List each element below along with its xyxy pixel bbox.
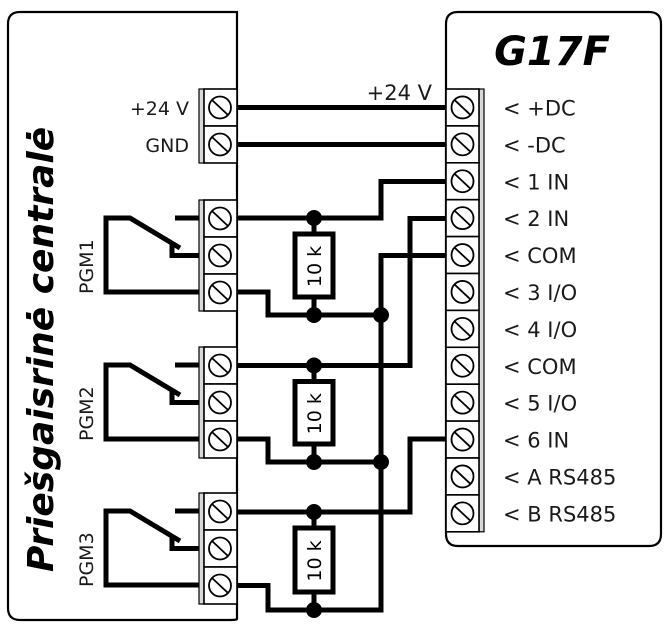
power-terminal-block: +24 V GND <box>130 88 238 164</box>
wire-2in <box>237 216 446 368</box>
resistor-2: 10 k <box>292 365 336 462</box>
terminal-label: < 6 IN <box>503 429 569 453</box>
pgm-block-1: PGM1 <box>76 199 238 312</box>
terminal-label: < -DC <box>503 133 566 157</box>
screw-icon <box>450 243 475 267</box>
screw-icon <box>450 316 475 341</box>
left-device: Priešgaisrinė centralė +24 V GND PGM1PGM… <box>6 10 239 622</box>
screw-icon <box>208 353 232 378</box>
wire-6in <box>237 436 446 515</box>
screw-icon <box>450 353 475 378</box>
screw-icon <box>450 132 475 157</box>
wire-com-bus <box>237 253 446 613</box>
screw-icon <box>450 464 475 489</box>
pgm-label: PGM3 <box>76 532 98 587</box>
screw-icon <box>450 206 475 231</box>
junction-dot <box>306 602 322 618</box>
screw-icon <box>208 573 232 598</box>
terminal-label: < +DC <box>503 96 576 120</box>
right-device-outline <box>444 10 663 548</box>
resistor-label: 10 k <box>304 393 326 434</box>
pgm-block-2: PGM2 <box>76 346 238 459</box>
screw-icon <box>208 95 232 120</box>
screw-icon <box>208 206 232 231</box>
junction-dot <box>306 357 322 374</box>
relay-contact-icon <box>103 362 199 442</box>
terminal-label: < B RS485 <box>503 502 616 526</box>
terminal-label: < 2 IN <box>503 207 569 231</box>
terminal-label: < 1 IN <box>503 170 569 194</box>
right-device: G17F < +DC< -DC< 1 IN< 2 IN< COM< 3 I/O<… <box>444 10 663 548</box>
resistor-body <box>292 231 336 300</box>
resistor-body <box>292 525 336 595</box>
screw-icon <box>208 243 232 268</box>
label-plus24v: +24 V <box>130 98 189 120</box>
screw-icon <box>208 499 232 524</box>
screw-icon <box>450 501 475 526</box>
screw-icon <box>208 390 232 415</box>
wire-1in <box>237 179 446 221</box>
screw-icon <box>450 390 475 415</box>
wires: +24 V <box>237 81 446 613</box>
screw-icon <box>208 536 232 561</box>
screw-icon <box>450 169 475 194</box>
resistor-body <box>292 379 336 447</box>
wire-pgm2-com <box>237 436 381 465</box>
relay-contact-icon <box>103 215 199 295</box>
wire-pgm1-com <box>237 289 381 318</box>
pgm-block-3: PGM3 <box>76 492 238 605</box>
screw-icon <box>208 427 232 452</box>
terminal-label: < 4 I/O <box>503 318 577 342</box>
junction-dot <box>373 454 389 470</box>
junction-dot <box>306 504 322 520</box>
resistor-label: 10 k <box>304 246 326 287</box>
junction-dot <box>306 307 322 323</box>
terminal-label: < 5 I/O <box>503 392 577 416</box>
junction-dot <box>306 454 322 470</box>
right-device-title: G17F <box>494 29 610 75</box>
terminal-label: < 3 I/O <box>503 281 577 305</box>
screw-icon <box>450 427 475 452</box>
wire-label-plus24v: +24 V <box>367 81 433 105</box>
right-terminal-block: < +DC < -DC < 1 IN < 2 IN < COM < 3 I/O < 4 I/… <box>445 88 616 533</box>
pgm-label: PGM1 <box>76 239 98 294</box>
screw-icon <box>208 280 232 305</box>
left-device-outline <box>6 10 239 622</box>
left-device-title: Priešgaisrinė centralė <box>21 127 62 572</box>
label-gnd: GND <box>145 135 189 157</box>
screw-icon <box>450 280 475 304</box>
terminal-label: < COM <box>503 244 577 268</box>
junction-dot <box>373 307 389 323</box>
resistors: 10 k 10 k 10 k <box>292 218 336 610</box>
terminal-label: < COM <box>503 355 577 379</box>
resistor-label: 10 k <box>304 540 326 581</box>
resistor-3: 10 k <box>292 512 336 610</box>
relay-contact-icon <box>103 508 199 588</box>
screw-icon <box>208 132 232 157</box>
screw-icon <box>450 95 475 120</box>
terminal-label: < A RS485 <box>503 465 616 489</box>
junction-dot <box>306 210 322 226</box>
junctions <box>306 210 389 618</box>
pgm-label: PGM2 <box>76 386 98 441</box>
resistor-1: 10 k <box>292 218 336 315</box>
